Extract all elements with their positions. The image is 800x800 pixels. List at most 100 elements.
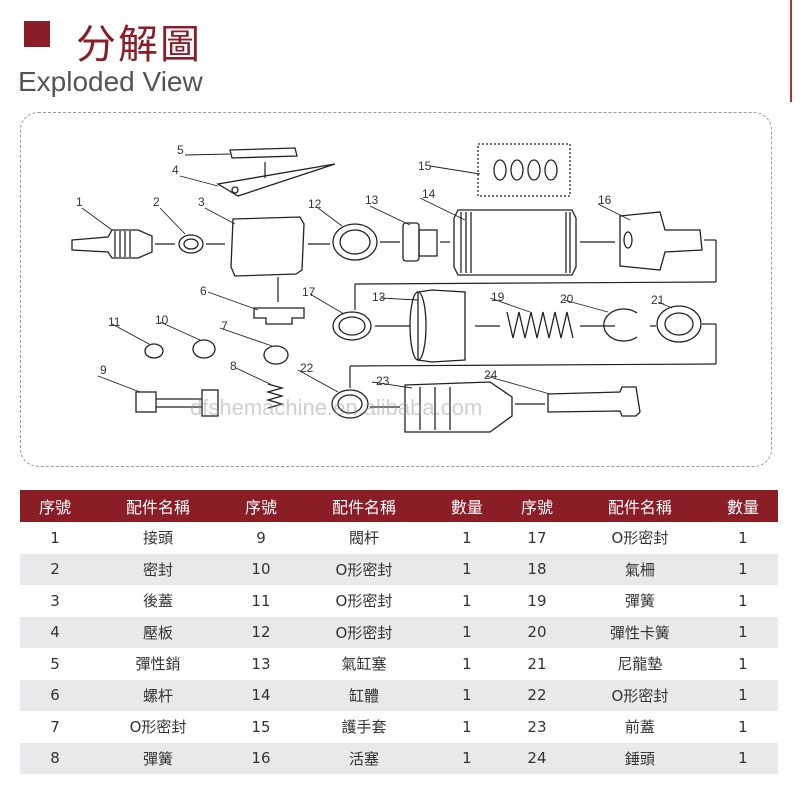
- callout-label: 8: [230, 359, 237, 373]
- table-cell: 彈性銷: [135, 655, 181, 674]
- table-cell: 1: [462, 654, 472, 673]
- part-20-shape: [603, 308, 638, 342]
- header-cell: 序號: [501, 490, 572, 522]
- callout-label: 5: [177, 143, 184, 157]
- callout-label: 14: [422, 187, 436, 201]
- callout-label: 10: [155, 313, 169, 327]
- table-cell: 1: [707, 679, 778, 711]
- table-cell: 12: [225, 616, 296, 648]
- table-cell: 8: [20, 742, 91, 774]
- table-cell: 氣柵: [571, 553, 708, 585]
- header-cell: 配件名稱: [571, 490, 708, 522]
- table-cell: 氣缸塞: [341, 655, 387, 674]
- table-cell: 活塞: [295, 742, 432, 774]
- callout-label: 23: [376, 374, 390, 388]
- table-cell: O形密封: [295, 553, 432, 585]
- title-block: 分解圖 Exploded View: [14, 8, 794, 108]
- table-cell: 21: [527, 654, 547, 673]
- table-cell: 接頭: [142, 529, 173, 548]
- table-header-row: 序號 配件名稱 序號 配件名稱 數量 序號 配件名稱 數量: [20, 490, 778, 522]
- table-cell: 缸體: [295, 679, 432, 711]
- table-cell: 1: [50, 528, 60, 547]
- callout-label: 12: [308, 197, 322, 211]
- watermark: dfshemachine.en.alibaba.com: [190, 395, 483, 420]
- callout-label: 15: [418, 159, 432, 173]
- callout-label: 4: [172, 163, 179, 177]
- table-cell: 1: [738, 654, 748, 673]
- part-4-hole: [231, 186, 239, 194]
- table-cell: 閥杆: [348, 529, 379, 548]
- table-cell: 1: [431, 742, 502, 774]
- part-16-shape: [619, 211, 703, 271]
- header-cell: 序號: [225, 490, 296, 522]
- table-cell: 19: [527, 591, 547, 610]
- part-8-shape: [265, 383, 285, 409]
- table-cell: 1: [707, 742, 778, 774]
- table-cell: 7: [50, 717, 60, 736]
- table-cell: 壓板: [90, 616, 226, 648]
- table-cell: 錘頭: [571, 742, 708, 774]
- callout-label: 13: [365, 193, 379, 207]
- part-5-shape: [229, 147, 298, 159]
- callout-label: 2: [153, 195, 160, 209]
- table-cell: O形密封: [571, 679, 708, 711]
- table-cell: 6: [20, 679, 91, 711]
- exploded-view-diagram: 1 2 3 4 5 6 7 8 9 10 11 12 13 14 15 16 1…: [71, 143, 717, 433]
- table-cell: 密封: [90, 553, 226, 585]
- title-square-icon: [24, 21, 50, 47]
- header-cell: 序號: [20, 490, 91, 522]
- table-cell: 1: [431, 616, 502, 648]
- diagram-frame: [20, 112, 772, 467]
- callout-label: 7: [221, 319, 228, 333]
- table-cell: 彈簧: [624, 592, 655, 611]
- table-cell: 18: [501, 553, 572, 585]
- part-15-shape: [477, 143, 571, 197]
- callout-label: 11: [108, 315, 121, 329]
- callout-label: 24: [484, 368, 498, 382]
- table-cell: 1: [738, 591, 748, 610]
- part-11-shape: [144, 343, 164, 359]
- table-cell: 17: [527, 528, 547, 547]
- table-cell: 9: [256, 528, 266, 547]
- part-12-shape: [332, 223, 378, 261]
- table-cell: 1: [707, 616, 778, 648]
- table-cell: O形密封: [611, 529, 669, 548]
- part-22-shape: [331, 389, 369, 419]
- table-cell: 1: [431, 553, 502, 585]
- page-title-zh: 分解圖: [76, 22, 202, 68]
- table-cell: 14: [225, 679, 296, 711]
- part-9-shape: [135, 391, 157, 413]
- table-cell: 2: [20, 553, 91, 585]
- part-10-shape: [192, 339, 216, 359]
- table-cell: 1: [738, 528, 748, 547]
- header-cell: 配件名稱: [90, 490, 226, 522]
- table-cell: 1: [431, 679, 502, 711]
- callout-label: 21: [651, 293, 665, 307]
- table-cell: 1: [738, 717, 748, 736]
- part-24-shape: [547, 386, 641, 417]
- table-cell: 3: [50, 591, 60, 610]
- table-cell: 1: [462, 717, 472, 736]
- table-cell: 4: [20, 616, 91, 648]
- table-cell: 13: [251, 654, 271, 673]
- table-cell: 護手套: [341, 718, 387, 737]
- table-cell: 11: [251, 591, 271, 610]
- callout-label: 9: [100, 363, 107, 377]
- table-cell: O形密封: [129, 718, 187, 737]
- table-cell: 10: [225, 553, 296, 585]
- table-cell: O形密封: [335, 592, 393, 611]
- part-14-shape: [453, 209, 577, 276]
- table-cell: 5: [50, 654, 60, 673]
- part-13-top-shape: [402, 222, 420, 262]
- header-cell: 數量: [431, 490, 502, 522]
- part-13-bottom-shape: [417, 289, 466, 363]
- page-title-en: Exploded View: [18, 66, 203, 97]
- part-17-shape: [332, 311, 372, 341]
